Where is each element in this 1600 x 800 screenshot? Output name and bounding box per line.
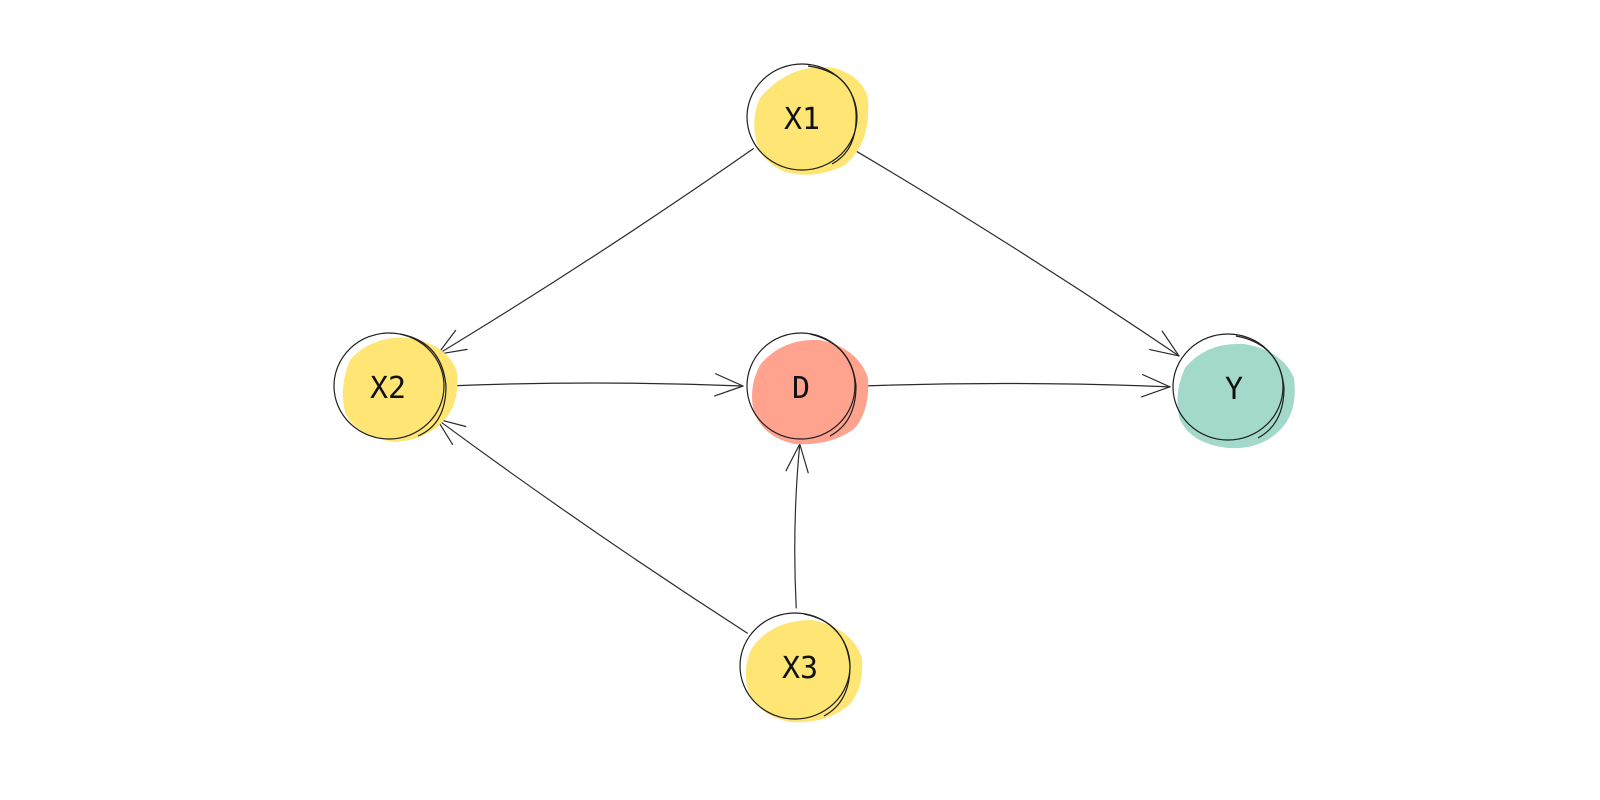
node-x1-fill <box>754 67 869 175</box>
edge-line <box>446 382 744 387</box>
edge-line <box>437 148 754 355</box>
node-x1[interactable]: X1 <box>746 63 869 175</box>
node-x3-label: X3 <box>782 651 818 686</box>
edge-line <box>858 382 1171 388</box>
node-x1-outline <box>746 63 858 171</box>
node-y-fill <box>1177 343 1295 449</box>
node-x3-fill <box>745 620 863 723</box>
arrowhead-stroke <box>715 373 744 387</box>
node-y-outline-stroke <box>1235 335 1285 439</box>
node-x3-outline-stroke <box>803 613 851 717</box>
edge-x1-to-x2[interactable] <box>437 148 754 355</box>
node-x1-label: X1 <box>784 102 820 137</box>
node-d-label: D <box>792 371 810 406</box>
node-d-outline-stroke <box>809 333 857 437</box>
node-x2-outline <box>333 332 445 440</box>
node-y-outline <box>1172 333 1284 441</box>
nodes-layer: X1 X2 D Y X3 <box>333 63 1295 723</box>
edge-x3-to-x2[interactable] <box>436 418 748 634</box>
arrowhead-stroke <box>1141 386 1171 398</box>
arrowhead-stroke <box>1161 330 1180 357</box>
node-d-fill <box>752 339 869 445</box>
node-y-label: Y <box>1225 372 1243 407</box>
node-x2-fill <box>342 337 458 442</box>
node-d-outline <box>746 332 856 440</box>
arrowhead-stroke <box>714 385 744 397</box>
arrowhead-stroke <box>1142 374 1171 388</box>
node-y[interactable]: Y <box>1172 333 1295 449</box>
edge-x1-to-y[interactable] <box>850 147 1180 357</box>
node-x2-label: X2 <box>370 371 406 406</box>
arrowhead-stroke <box>799 443 809 474</box>
edge-x3-to-d[interactable] <box>785 443 809 609</box>
arrowhead-stroke <box>785 443 801 472</box>
node-x1-outline-stroke <box>807 65 857 165</box>
arrowhead-stroke <box>1149 348 1180 357</box>
edge-x2-to-d[interactable] <box>446 373 744 397</box>
node-d[interactable]: D <box>746 332 869 445</box>
node-x3[interactable]: X3 <box>739 612 863 723</box>
edge-line <box>850 147 1180 357</box>
node-x2-outline-stroke <box>399 333 447 437</box>
node-x2[interactable]: X2 <box>333 332 458 442</box>
edge-d-to-y[interactable] <box>858 374 1171 398</box>
edge-line <box>436 418 748 634</box>
edge-line <box>794 443 801 609</box>
